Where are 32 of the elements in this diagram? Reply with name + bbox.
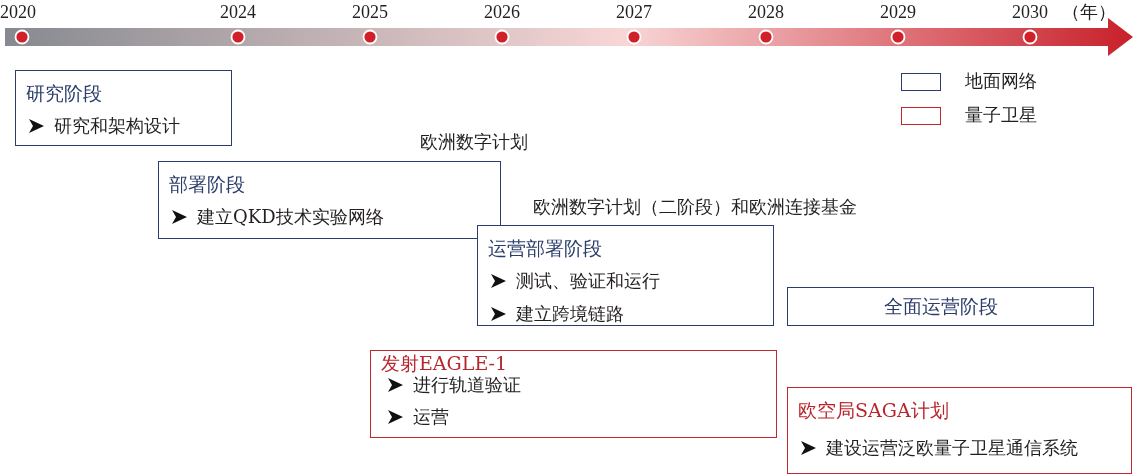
year-label: 2020 <box>0 1 36 23</box>
funding-label: 欧洲数字计划 <box>420 131 528 153</box>
task-text: 建设运营泛欧量子卫星通信系统 <box>826 436 1078 460</box>
year-label: 2026 <box>484 1 520 23</box>
unit-label: （年） <box>1062 1 1116 23</box>
legend-label: 地面网络 <box>965 70 1037 92</box>
task-text: 建立跨境链路 <box>516 302 624 326</box>
phase-title: 发射EAGLE-1 <box>381 351 508 375</box>
phase-title: 运营部署阶段 <box>488 236 602 260</box>
task-text: 运营 <box>413 405 449 429</box>
phase-box <box>477 225 774 326</box>
phase-box <box>787 287 1094 326</box>
phase-box <box>15 70 232 146</box>
legend-label: 量子卫星 <box>965 104 1037 126</box>
phase-box <box>787 387 1132 474</box>
phase-box <box>158 161 501 239</box>
task-text: 测试、验证和运行 <box>516 269 660 293</box>
task-text: 进行轨道验证 <box>413 373 521 397</box>
year-label: 2028 <box>748 1 784 23</box>
phase-box <box>370 350 777 438</box>
task-text: 建立QKD技术实验网络 <box>197 205 384 229</box>
year-label: 2025 <box>352 1 388 23</box>
funding-label: 欧洲数字计划（二阶段）和欧洲连接基金 <box>533 196 857 218</box>
phase-title: 部署阶段 <box>169 172 245 196</box>
year-label: 2029 <box>880 1 916 23</box>
phase-title: 研究阶段 <box>26 81 102 105</box>
year-label: 2027 <box>616 1 652 23</box>
task-text: 研究和架构设计 <box>54 114 180 138</box>
phase-title: 全面运营阶段 <box>882 294 999 318</box>
year-label: 2024 <box>220 1 256 23</box>
phase-title: 欧空局SAGA计划 <box>798 398 949 422</box>
year-label: 2030 <box>1012 1 1048 23</box>
